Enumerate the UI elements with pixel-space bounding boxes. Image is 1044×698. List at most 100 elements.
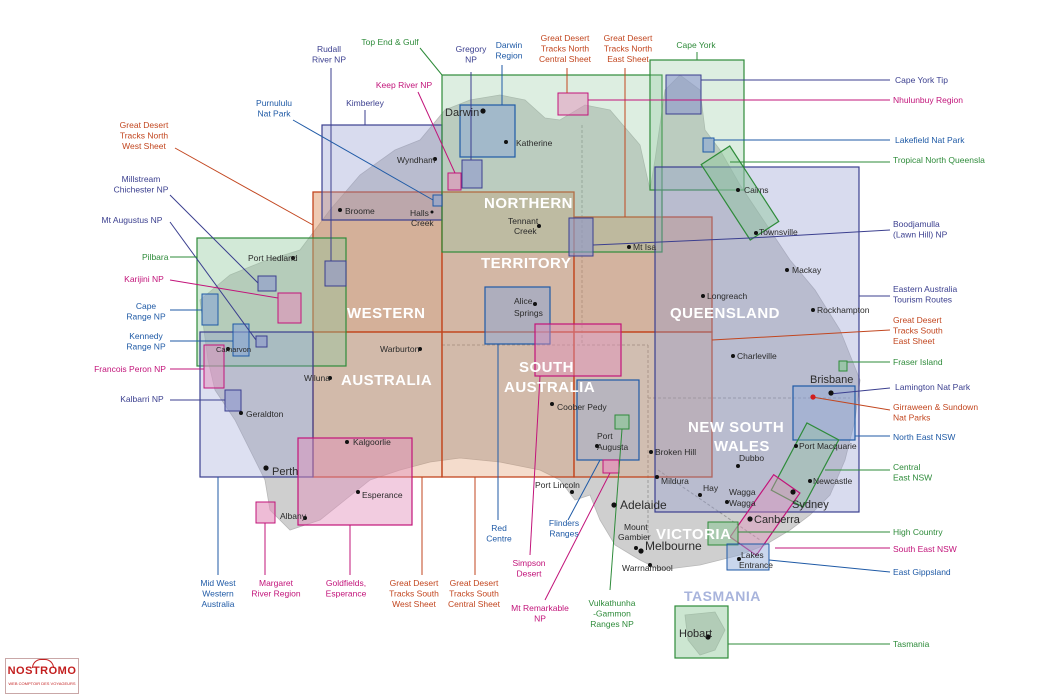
- city-sydney: Sydney: [792, 499, 829, 511]
- city-charleville: Charleville: [737, 351, 777, 361]
- callout-label: Kimberley: [346, 98, 385, 108]
- city-warrnambool: Warrnambool: [622, 563, 673, 573]
- city-kalgoorlie: Kalgoorlie: [353, 437, 391, 447]
- city-tennant-creek: Creek: [514, 226, 537, 236]
- region-red-centre-box: [484, 286, 551, 345]
- city-wiluna: Wiluna: [304, 373, 330, 383]
- park-gammon-ranges: [614, 414, 630, 430]
- park-purnululu: [432, 194, 443, 207]
- state-label-australia-sa: AUSTRALIA: [504, 379, 595, 396]
- city-carnarvon: Carnarvon: [216, 345, 251, 354]
- region-simpson-desert-box: [534, 323, 622, 377]
- park-mt-remarkable: [602, 459, 620, 474]
- city-adelaide: Adelaide: [620, 498, 667, 512]
- callout-label: Lamington Nat Park: [895, 382, 971, 392]
- city-melbourne: Melbourne: [645, 539, 702, 553]
- region-east-australia-box: [654, 166, 860, 513]
- city-dubbo: Dubbo: [739, 453, 764, 463]
- state-label-tasmania: TASMANIA: [684, 588, 761, 604]
- city-canberra: Canberra: [754, 514, 801, 526]
- city-albany: Albany: [280, 511, 307, 521]
- city-broken-hill: Broken Hill: [655, 447, 696, 457]
- callout-label: Fraser Island: [893, 357, 943, 367]
- city-wagga-1: Wagga: [729, 487, 756, 497]
- city-katherine: Katherine: [516, 138, 553, 148]
- city-halls: Halls: [410, 208, 429, 218]
- state-label-new-south: NEW SOUTH: [688, 419, 784, 436]
- callout-label: North East NSW: [893, 432, 955, 442]
- city-alice: Alice: [514, 296, 533, 306]
- city-newcastle: Newcastle: [813, 476, 852, 486]
- city-alice-springs: Springs: [514, 308, 543, 318]
- city-longreach: Longreach: [707, 291, 747, 301]
- city-mildura: Mildura: [661, 476, 689, 486]
- park-francois-peron: [203, 344, 225, 389]
- callout-label: Nhulunbuy Region: [893, 95, 963, 105]
- callout-label: Lakefield Nat Park: [895, 135, 965, 145]
- park-mt-augustus: [255, 335, 268, 348]
- city-tennant: Tennant: [508, 216, 539, 226]
- callout-label: Goldfields,Esperance: [326, 578, 367, 599]
- city-mount: Mount: [624, 522, 648, 532]
- logo-tagline: WEB COMPTOIR DES VOYAGEURS: [8, 681, 76, 686]
- park-nhulunbuy: [557, 92, 589, 116]
- logo-name: NOSTROMO: [7, 665, 77, 677]
- state-label-south: SOUTH: [519, 359, 574, 376]
- park-fraser-island: [838, 360, 848, 372]
- callout-label: Francois Peron NP: [94, 364, 166, 374]
- gdt-north-east-sheet: [573, 216, 713, 333]
- callout-label: High Country: [893, 527, 943, 537]
- park-keep-river: [447, 172, 462, 191]
- callout-label: Keep River NP: [376, 80, 433, 90]
- callout-label: Tasmania: [893, 639, 930, 649]
- city-port-macquarie: Port Macquarie: [799, 441, 857, 451]
- city-darwin: Darwin: [445, 107, 479, 119]
- nostromo-logo: NOSTROMO WEB COMPTOIR DES VOYAGEURS: [5, 658, 79, 694]
- city-halls-creek: Creek: [411, 218, 434, 228]
- state-label-australia-wa: AUSTRALIA: [341, 372, 432, 389]
- city-port-lincoln: Port Lincoln: [535, 480, 580, 490]
- callout-label: Karijini NP: [124, 274, 164, 284]
- city-port: Port: [597, 431, 613, 441]
- region-darwin-box: [459, 104, 516, 158]
- city-coober-pedy: Coober Pedy: [557, 402, 607, 412]
- park-east-gippsland: [726, 543, 770, 571]
- city-cairns: Cairns: [744, 185, 769, 195]
- state-label-victoria: VICTORIA: [656, 526, 731, 543]
- city-esperance: Esperance: [362, 490, 403, 500]
- callout-label: South East NSW: [893, 544, 957, 554]
- callout-label: Cape York Tip: [895, 75, 948, 85]
- gdt-south-west-sheet: [312, 331, 443, 478]
- park-rudall-river: [324, 260, 347, 287]
- city-wyndham: Wyndham: [397, 155, 435, 165]
- callout-label: Pilbara: [142, 252, 169, 262]
- park-gregory: [461, 159, 483, 189]
- state-label-wales: WALES: [714, 438, 770, 455]
- park-lakefield: [702, 137, 715, 153]
- region-kimberley-box: [321, 124, 443, 221]
- state-label-western: WESTERN: [347, 305, 426, 322]
- city-townsville: Townsville: [759, 227, 798, 237]
- park-millstream: [257, 275, 277, 292]
- park-margaret-river: [255, 501, 276, 524]
- callout-label: Tropical North Queensla: [893, 155, 985, 165]
- callout-label: Kalbarri NP: [120, 394, 164, 404]
- city-mount-gambier: Gambier: [618, 532, 651, 542]
- park-boodjamulla: [568, 217, 594, 257]
- callout-label: Boodjamulla(Lawn Hill) NP: [893, 219, 948, 240]
- park-kalbarri: [224, 389, 242, 412]
- city-rockhampton: Rockhampton: [817, 305, 870, 315]
